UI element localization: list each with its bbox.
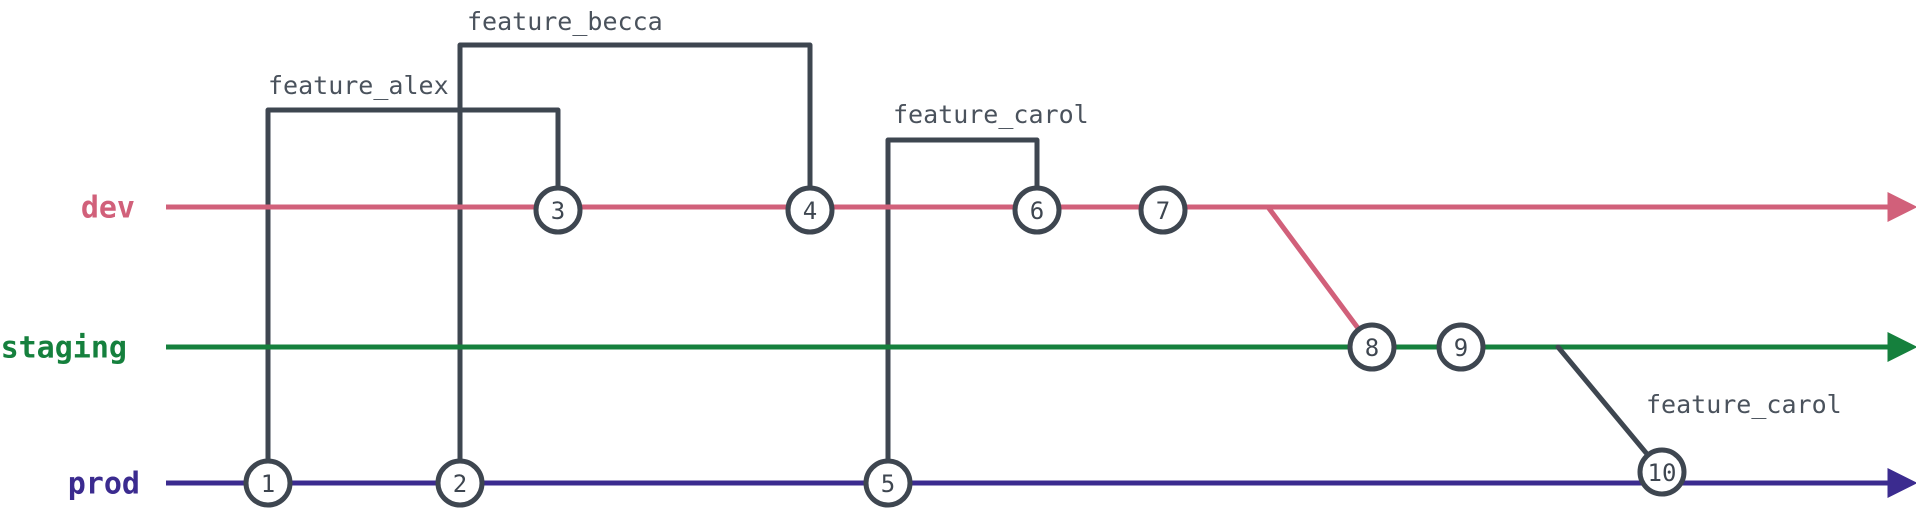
commit-node-2[interactable]: 2: [435, 458, 485, 508]
feature-becca-path: [457, 42, 813, 486]
merge-layer: feature_carol: [1265, 204, 1842, 475]
commit-node-6[interactable]: 6: [1012, 185, 1062, 235]
commit-circle-6[interactable]: [1012, 185, 1062, 235]
commit-circle-5[interactable]: [863, 458, 913, 508]
commit-label-1: 1: [261, 470, 275, 498]
merge-dev-to-staging-line: [1265, 204, 1375, 350]
commit-node-5[interactable]: 5: [863, 458, 913, 508]
commit-node-3[interactable]: 3: [533, 185, 583, 235]
branch-label-dev[interactable]: dev: [81, 191, 135, 226]
commit-circle-4[interactable]: [785, 185, 835, 235]
commit-circle-3[interactable]: [533, 185, 583, 235]
branch-label-prod[interactable]: prod: [68, 467, 140, 502]
commit-node-8[interactable]: 8: [1347, 322, 1397, 372]
commit-label-5: 5: [881, 470, 895, 498]
feature-carol-label: feature_carol: [893, 100, 1089, 129]
commit-circle-7[interactable]: [1138, 185, 1188, 235]
merge-staging-to-prod-label: feature_carol: [1646, 390, 1842, 419]
commit-label-8: 8: [1365, 334, 1379, 362]
feature-carol-path: [885, 137, 1040, 486]
commit-circle-9[interactable]: [1436, 322, 1486, 372]
commit-node-10[interactable]: 10: [1637, 447, 1687, 497]
commit-label-6: 6: [1030, 197, 1044, 225]
commit-node-7[interactable]: 7: [1138, 185, 1188, 235]
commit-node-4[interactable]: 4: [785, 185, 835, 235]
commit-label-9: 9: [1454, 334, 1468, 362]
commit-circle-8[interactable]: [1347, 322, 1397, 372]
commit-node-1[interactable]: 1: [243, 458, 293, 508]
branch-line-layer: dev staging prod: [1, 191, 1916, 502]
merge-staging-to-prod-line: [1555, 344, 1665, 475]
commit-circle-10[interactable]: [1637, 447, 1687, 497]
feature-becca-label: feature_becca: [467, 7, 663, 36]
feature-branch-layer: feature_alex feature_becca feature_carol: [265, 7, 1089, 486]
branch-label-staging[interactable]: staging: [1, 331, 127, 366]
commit-label-3: 3: [551, 197, 565, 225]
commit-label-10: 10: [1648, 459, 1677, 487]
commit-circle-2[interactable]: [435, 458, 485, 508]
commit-layer: 1 2 3 4 5 6 7 8 9 10: [243, 185, 1687, 508]
commit-label-7: 7: [1156, 197, 1170, 225]
feature-alex-label: feature_alex: [268, 71, 449, 100]
commit-label-4: 4: [803, 197, 817, 225]
feature-alex-path: [265, 107, 561, 486]
commit-node-9[interactable]: 9: [1436, 322, 1486, 372]
commit-label-2: 2: [453, 470, 467, 498]
commit-circle-1[interactable]: [243, 458, 293, 508]
